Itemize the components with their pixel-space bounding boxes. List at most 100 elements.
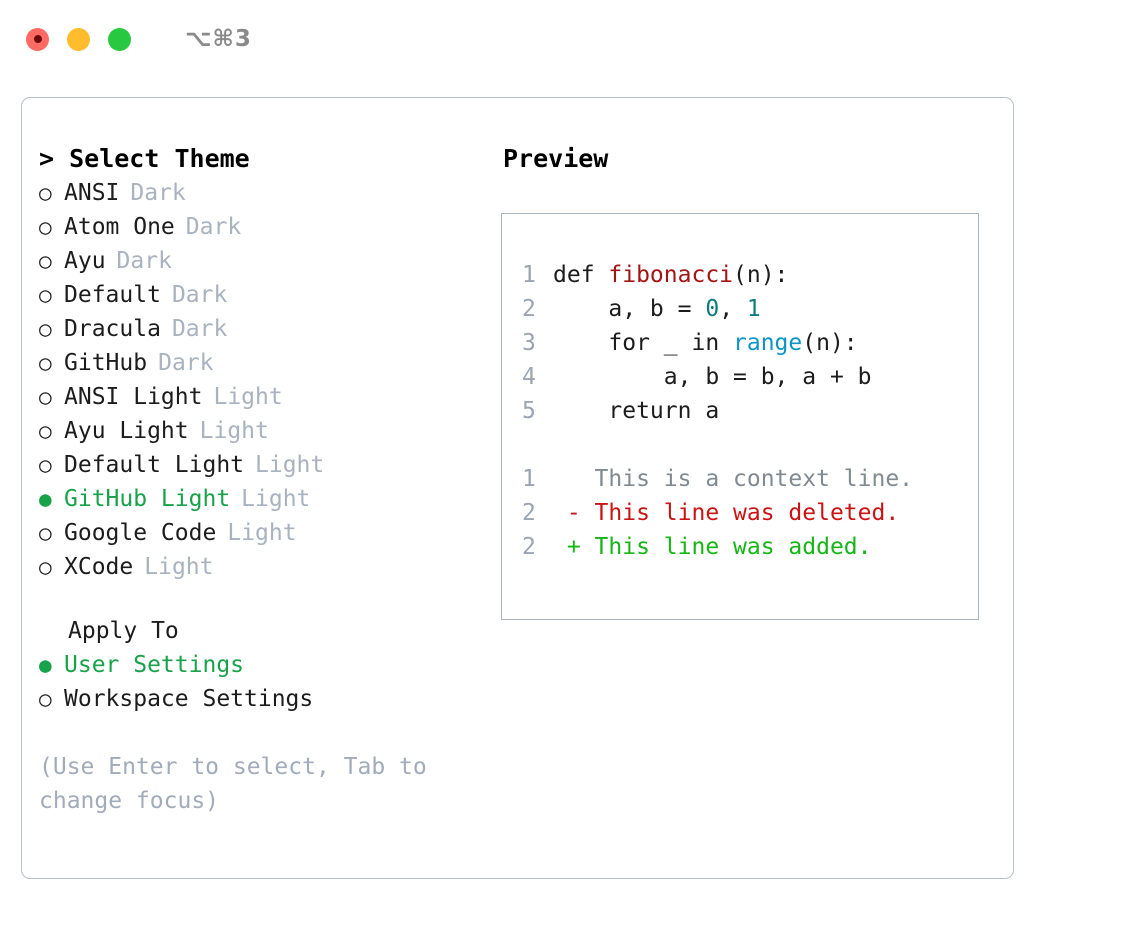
code-token: a, b =	[553, 296, 706, 322]
theme-variant-badge: Dark	[158, 350, 214, 376]
line-number: 1	[522, 262, 536, 288]
minimize-button[interactable]	[67, 27, 90, 51]
code-token: 0	[705, 296, 720, 322]
maximize-button[interactable]	[108, 27, 131, 51]
line-number: 3	[522, 330, 536, 356]
theme-item-11[interactable]: ○ XCode Light	[39, 550, 487, 584]
theme-item-1[interactable]: ○ Atom One Dark	[39, 210, 487, 244]
line-number: 5	[522, 398, 536, 424]
window-controls	[26, 27, 131, 51]
apply-to-item-0[interactable]: ● User Settings	[39, 648, 487, 682]
radio-unselected-icon: ○	[39, 521, 52, 545]
theme-item-label: Dracula	[64, 316, 161, 342]
diff-line-deleted: 2 - This line was deleted.	[522, 496, 978, 530]
code-token: a, b = b, a + b	[553, 364, 872, 390]
radio-unselected-icon: ○	[39, 419, 52, 443]
diff-line-number: 2	[522, 534, 536, 560]
radio-unselected-icon: ○	[39, 385, 52, 409]
theme-item-8[interactable]: ○ Default Light Light	[39, 448, 487, 482]
radio-unselected-icon: ○	[39, 283, 52, 307]
theme-item-6[interactable]: ○ ANSI Light Light	[39, 380, 487, 414]
code-token: (n):	[733, 262, 789, 288]
diff-marker: +	[553, 534, 595, 560]
diff-line-context: 1 This is a context line.	[522, 462, 978, 496]
theme-item-label: Ayu	[64, 248, 106, 274]
radio-selected-icon: ●	[39, 487, 52, 511]
theme-item-4[interactable]: ○ Dracula Dark	[39, 312, 487, 346]
theme-item-label: XCode	[64, 554, 134, 580]
theme-item-label: GitHub	[64, 350, 148, 376]
code-token: ,	[719, 296, 747, 322]
apply-to-label: Apply To	[68, 618, 179, 644]
theme-item-label: Default	[64, 282, 161, 308]
code-token: return a	[553, 398, 720, 424]
code-line: 5 return a	[522, 394, 978, 428]
radio-unselected-icon: ○	[39, 687, 52, 711]
line-number: 4	[522, 364, 536, 390]
radio-unselected-icon: ○	[39, 317, 52, 341]
apply-to-item-label: User Settings	[64, 652, 245, 678]
theme-item-label: GitHub Light	[64, 486, 231, 512]
theme-item-5[interactable]: ○ GitHub Dark	[39, 346, 487, 380]
theme-item-10[interactable]: ○ Google Code Light	[39, 516, 487, 550]
code-token: (n):	[802, 330, 858, 356]
theme-item-7[interactable]: ○ Ayu Light Light	[39, 414, 487, 448]
radio-unselected-icon: ○	[39, 351, 52, 375]
code-token: for _ in	[553, 330, 734, 356]
theme-variant-badge: Dark	[171, 316, 228, 342]
theme-item-label: Ayu Light	[64, 418, 189, 444]
theme-item-9[interactable]: ● GitHub Light Light	[39, 482, 487, 516]
keyboard-hint-text: (Use Enter to select, Tab to change focu…	[39, 754, 427, 814]
theme-variant-badge: Light	[144, 554, 214, 580]
line-number: 2	[522, 296, 536, 322]
diff-marker: -	[553, 500, 595, 526]
theme-variant-badge: Light	[213, 384, 283, 410]
diff-text: This line was added.	[594, 534, 872, 560]
theme-variant-badge: Dark	[185, 214, 242, 240]
theme-item-label: Atom One	[64, 214, 175, 240]
theme-variant-badge: Light	[227, 520, 297, 546]
select-theme-heading: > Select Theme	[39, 144, 250, 173]
theme-item-3[interactable]: ○ Default Dark	[39, 278, 487, 312]
title-bar: ⌥⌘3	[0, 0, 1140, 78]
code-token: def	[553, 262, 609, 288]
radio-unselected-icon: ○	[39, 453, 52, 477]
keyboard-shortcut-label: ⌥⌘3	[185, 26, 252, 52]
theme-item-label: Google Code	[64, 520, 217, 546]
theme-item-label: ANSI Light	[64, 384, 203, 410]
code-line: 1 def fibonacci(n):	[522, 258, 978, 292]
theme-variant-badge: Dark	[130, 180, 186, 206]
radio-unselected-icon: ○	[39, 215, 52, 239]
diff-sample: 1 This is a context line.2 - This line w…	[522, 462, 978, 564]
preview-title: Preview	[503, 144, 609, 173]
code-token: range	[733, 330, 803, 356]
code-line: 2 a, b = 0, 1	[522, 292, 978, 326]
apply-to-item-label: Workspace Settings	[64, 686, 314, 712]
theme-variant-badge: Light	[255, 452, 325, 478]
close-button[interactable]	[26, 27, 49, 51]
code-token: fibonacci	[608, 262, 734, 288]
diff-line-number: 1	[522, 466, 536, 492]
theme-item-label: Default Light	[64, 452, 245, 478]
apply-to-list: ● User Settings ○ Workspace Settings	[39, 648, 487, 716]
diff-marker	[553, 462, 595, 496]
theme-variant-badge: Dark	[171, 282, 228, 308]
code-line: 4 a, b = b, a + b	[522, 360, 978, 394]
radio-selected-icon: ●	[39, 653, 52, 677]
radio-unselected-icon: ○	[39, 555, 52, 579]
code-token: 1	[746, 296, 761, 322]
theme-variant-badge: Dark	[116, 248, 172, 274]
apply-to-item-1[interactable]: ○ Workspace Settings	[39, 682, 487, 716]
theme-variant-badge: Light	[241, 486, 311, 512]
theme-variant-badge: Light	[199, 418, 269, 444]
code-line: 3 for _ in range(n):	[522, 326, 978, 360]
